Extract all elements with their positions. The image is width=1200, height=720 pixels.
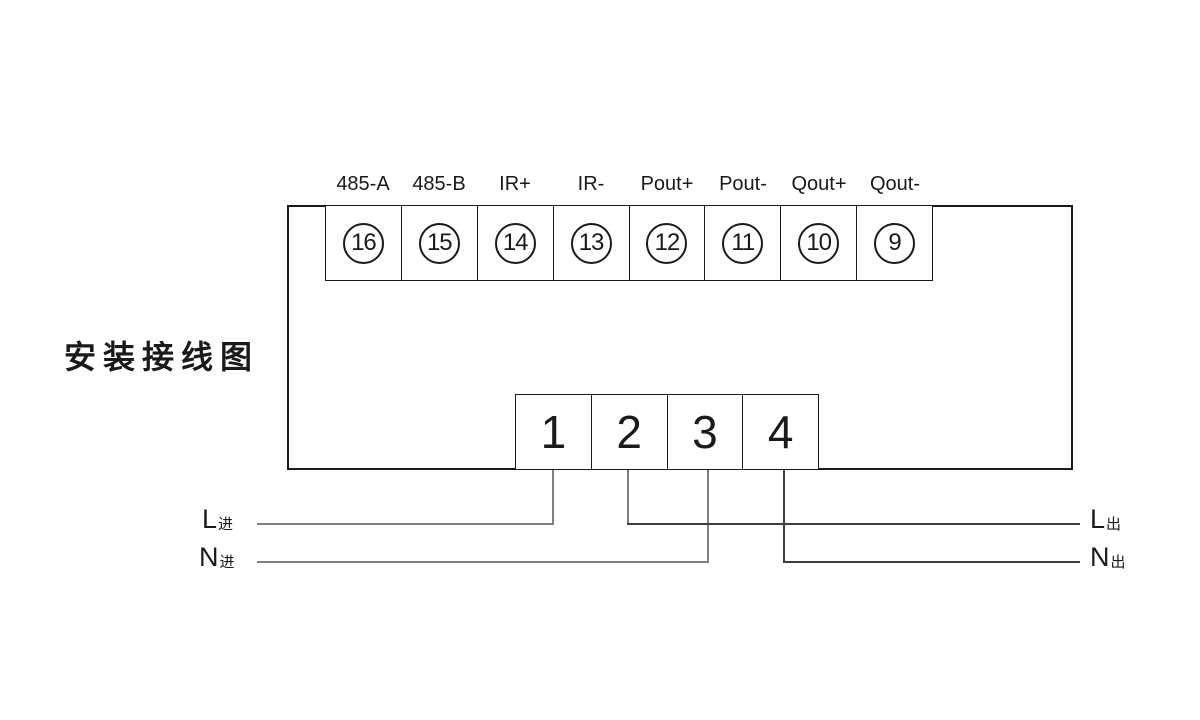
- terminal-13: 13: [552, 206, 629, 280]
- terminal-2: 2: [590, 395, 667, 469]
- l-in-main: L: [202, 504, 218, 534]
- terminal-number-circle: 12: [646, 222, 688, 264]
- l-in-wire: [257, 523, 554, 525]
- n-out-sub: 出: [1110, 554, 1126, 571]
- terminal-label-485-b: 485-B: [412, 173, 466, 195]
- top-terminal-strip: 16 15 14 13 12 11 10 9: [325, 205, 933, 281]
- terminal-label-ir-plus: IR+: [499, 173, 531, 195]
- n-in-main: N: [199, 542, 219, 572]
- terminal-number-circle: 10: [798, 222, 840, 264]
- terminal-10: 10: [780, 206, 856, 280]
- terminal-number-circle: 14: [494, 222, 536, 264]
- l-out-sub: 出: [1106, 516, 1122, 533]
- terminal-number: 2: [616, 406, 642, 458]
- terminal-number-circle: 15: [418, 222, 460, 264]
- terminal-number: 1: [540, 406, 567, 458]
- terminal-label-pout-plus: Pout+: [640, 173, 694, 195]
- terminal-number: 3: [692, 406, 718, 458]
- terminal-number-circle: 13: [570, 222, 612, 264]
- terminal2-drop-wire: [627, 470, 629, 525]
- terminal-12: 12: [628, 206, 705, 280]
- terminal-1: 1: [516, 395, 591, 469]
- n-in-sub: 进: [219, 554, 235, 571]
- terminal-number-circle: 11: [722, 222, 764, 264]
- terminal-9: 9: [856, 206, 932, 280]
- terminal3-drop-wire: [707, 470, 709, 563]
- bottom-terminal-strip: 1 2 3 4: [515, 394, 819, 470]
- terminal-11: 11: [704, 206, 780, 280]
- terminal-label-ir-minus: IR-: [577, 173, 605, 195]
- terminal-number: 4: [767, 406, 794, 458]
- terminal-number-circle: 9: [874, 222, 916, 264]
- terminal-number-circle: 16: [342, 222, 384, 264]
- terminal-label-pout-minus: Pout-: [719, 173, 767, 195]
- terminal-3: 3: [666, 395, 743, 469]
- terminal-label-qout-minus: Qout-: [869, 173, 921, 195]
- l-out-wire: [627, 523, 1080, 525]
- terminal-4: 4: [742, 395, 818, 469]
- terminal4-drop-wire: [783, 470, 785, 563]
- terminal1-drop-wire: [552, 470, 554, 525]
- terminal-16: 16: [326, 206, 401, 280]
- terminal-14: 14: [476, 206, 553, 280]
- n-out-wire: [783, 561, 1080, 563]
- terminal-15: 15: [400, 206, 477, 280]
- n-out-main: N: [1090, 542, 1110, 572]
- n-in-wire: [257, 561, 709, 563]
- diagram-title: 安装接线图: [64, 339, 260, 375]
- terminal-label-485-a: 485-A: [336, 173, 390, 195]
- l-in-sub: 进: [218, 516, 234, 533]
- terminal-label-qout-plus: Qout+: [791, 173, 847, 195]
- l-out-main: L: [1090, 504, 1106, 534]
